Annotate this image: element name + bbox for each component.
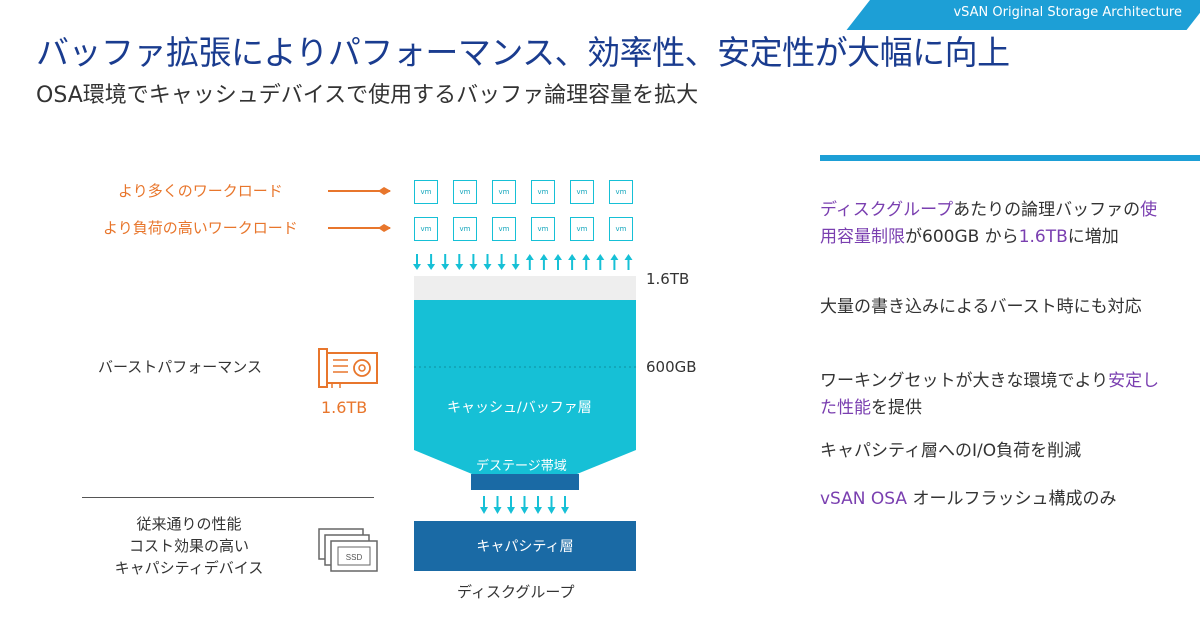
arrow-down-icon [497, 254, 506, 270]
benefit-2: 大量の書き込みによるバースト時にも対応 [820, 297, 1142, 317]
workload-arrows [328, 187, 391, 232]
disk-group-label: ディスクグループ [457, 583, 575, 601]
legacy-label: 従来通りの性能 コスト効果の高い キャパシティデバイス [98, 513, 280, 579]
ssd-stack-icon: SSD [318, 528, 378, 572]
benefit-5-highlight: vSAN OSA [820, 489, 908, 509]
arrow-down-icon [534, 496, 542, 514]
destage-arrows [480, 496, 569, 514]
benefit-3-text-1: ワーキングセットが大きな環境でより [820, 371, 1109, 391]
arrow-down-icon [483, 254, 492, 270]
nvme-card-icon [318, 348, 378, 388]
arrow-down-icon [469, 254, 478, 270]
arrow-up-icon [525, 254, 534, 270]
arrow-down-icon [493, 496, 502, 514]
arrow-up-icon [596, 254, 605, 270]
arrow-down-icon [427, 254, 436, 270]
io-arrows [413, 254, 633, 270]
arrow-down-icon [413, 254, 421, 270]
burst-label: バーストパフォーマンス [98, 358, 262, 376]
arrow-down-icon [561, 496, 569, 514]
benefit-4: キャパシティ層へのI/O負荷を削減 [820, 441, 1082, 461]
benefit-3-highlight: 安定した性能 [820, 371, 1160, 418]
arrow-down-icon [480, 496, 488, 514]
legacy-line-1: 従来通りの性能 [136, 515, 242, 533]
legacy-line-2: コスト効果の高い [128, 537, 249, 555]
arrow-up-icon [624, 254, 633, 270]
vm-icon: vm [453, 180, 477, 204]
right-accent-bar [820, 155, 1200, 161]
arrow-up-icon [539, 254, 548, 270]
arrow-down-icon [520, 496, 529, 514]
workload-heavy-label: より負荷の高いワークロード [103, 219, 298, 237]
vm-icon: vm [570, 217, 594, 241]
benefit-3-text-2: を提供 [871, 398, 922, 418]
benefit-5-text: オールフラッシュ構成のみ [907, 489, 1117, 509]
capacity-layer: キャパシティ層 [414, 521, 636, 571]
benefit-1-highlight-1: ディスクグループ [820, 200, 954, 220]
buffer-diagram [414, 276, 636, 490]
arrow-down-icon [455, 254, 464, 270]
vm-icon: vm [414, 180, 438, 204]
vm-icon: vm [531, 180, 555, 204]
arrow-down-icon [547, 496, 556, 514]
cache-layer-label: キャッシュ/バッファ層 [447, 400, 592, 416]
page-title: バッファ拡張によりパフォーマンス、効率性、安定性が大幅に向上 [36, 33, 1010, 72]
arrow-down-icon [511, 254, 520, 270]
benefit-1-highlight-2: 使用容量制限 [820, 200, 1158, 247]
arrow-up-icon [582, 254, 591, 270]
vm-icon: vm [492, 217, 516, 241]
arrow-down-icon [441, 254, 450, 270]
vm-icon: vm [609, 180, 633, 204]
benefit-1-text-1: あたりの論理バッファの [953, 200, 1141, 220]
benefit-1: ディスクグループあたりの論理バッファの使用容量制限が600GB から1.6TBに… [820, 197, 1160, 251]
benefit-5: vSAN OSA オールフラッシュ構成のみ [820, 486, 1160, 513]
arrow-up-icon [554, 254, 562, 270]
header-tag: vSAN Original Storage Architecture [953, 5, 1182, 20]
arrow-up-icon [568, 254, 577, 270]
divider [82, 497, 374, 498]
cap-1-6tb: 1.6TB [646, 270, 690, 288]
capacity-layer-label: キャパシティ層 [476, 539, 574, 555]
burst-capacity: 1.6TB [321, 398, 368, 417]
vm-icon: vm [492, 180, 516, 204]
cap-600gb: 600GB [646, 358, 697, 376]
workload-more-label: より多くのワークロード [118, 182, 283, 200]
vm-icon: vm [414, 217, 438, 241]
destage-label: デステージ帯域 [476, 459, 567, 474]
benefit-3: ワーキングセットが大きな環境でより安定した性能を提供 [820, 368, 1160, 422]
benefit-1-text-3: に増加 [1067, 227, 1119, 247]
vm-icon: vm [609, 217, 633, 241]
benefit-1-text-2: が600GB から [905, 227, 1019, 247]
legacy-line-3: キャパシティデバイス [114, 559, 264, 577]
vm-icon: vm [453, 217, 477, 241]
page-subtitle: OSA環境でキャッシュデバイスで使用するバッファ論理容量を拡大 [36, 83, 699, 108]
arrow-up-icon [610, 254, 619, 270]
benefit-1-highlight-3: 1.6TB [1018, 227, 1068, 247]
vm-icon: vm [531, 217, 555, 241]
ssd-label: SSD [346, 553, 363, 562]
vm-icon: vm [570, 180, 594, 204]
arrow-down-icon [507, 496, 515, 514]
